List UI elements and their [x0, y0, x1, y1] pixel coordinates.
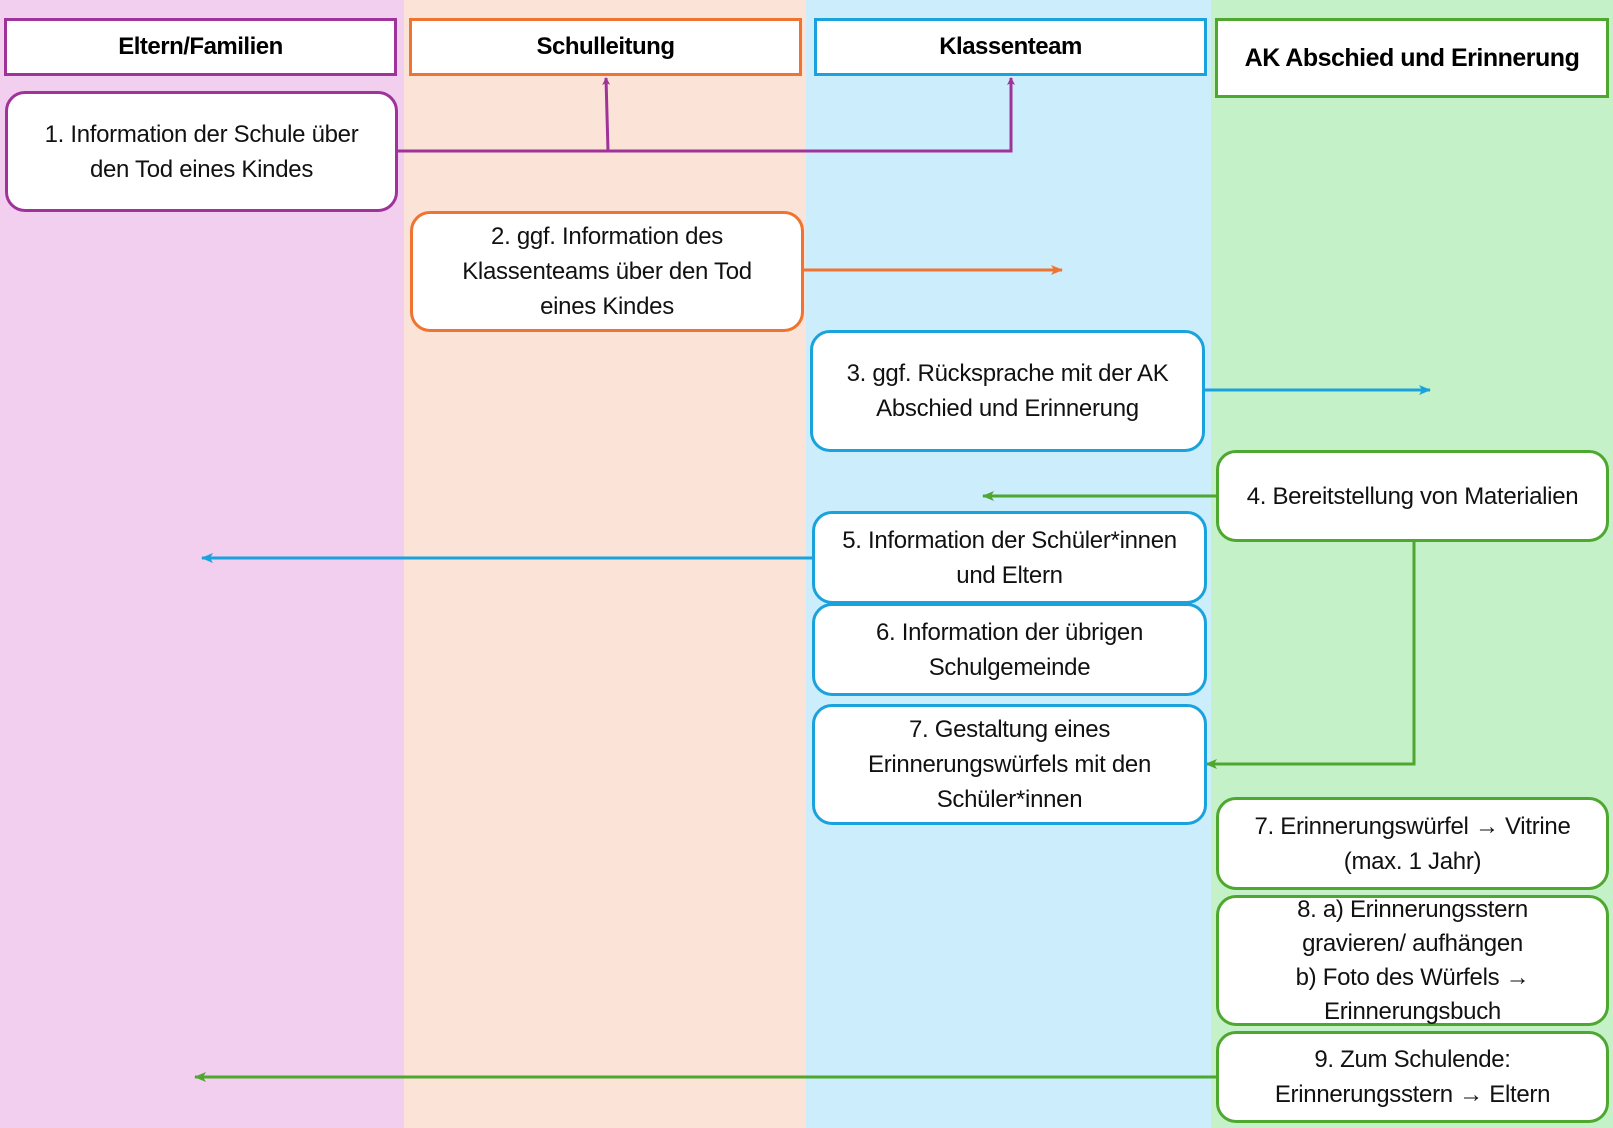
step-6: 6. Information der übrigen Schulgemeinde	[812, 603, 1207, 696]
step-2: 2. ggf. Information des Klassenteams übe…	[410, 211, 804, 332]
step-1: 1. Information der Schule über den Tod e…	[5, 91, 398, 212]
lane-header-ak-abschied: AK Abschied und Erinnerung	[1215, 18, 1609, 98]
step-7: 7. Gestaltung eines Erinnerungswürfels m…	[812, 704, 1207, 825]
step-9: 9. Zum Schulende: Erinnerungsstern → Elt…	[1216, 1031, 1609, 1123]
lane-schulleitung	[404, 0, 806, 1128]
lane-header-klassenteam: Klassenteam	[814, 18, 1207, 76]
step-4: 4. Bereitstellung von Materialien	[1216, 450, 1609, 542]
lane-header-schulleitung: Schulleitung	[409, 18, 802, 76]
step-3: 3. ggf. Rücksprache mit der AK Abschied …	[810, 330, 1205, 452]
lane-header-eltern-familien: Eltern/Familien	[4, 18, 397, 76]
step-8: 8. a) Erinnerungsstern gravieren/ aufhän…	[1216, 895, 1609, 1026]
step-5: 5. Information der Schüler*innen und Elt…	[812, 511, 1207, 604]
step-7-vitrine: 7. Erinnerungswürfel → Vitrine (max. 1 J…	[1216, 797, 1609, 890]
